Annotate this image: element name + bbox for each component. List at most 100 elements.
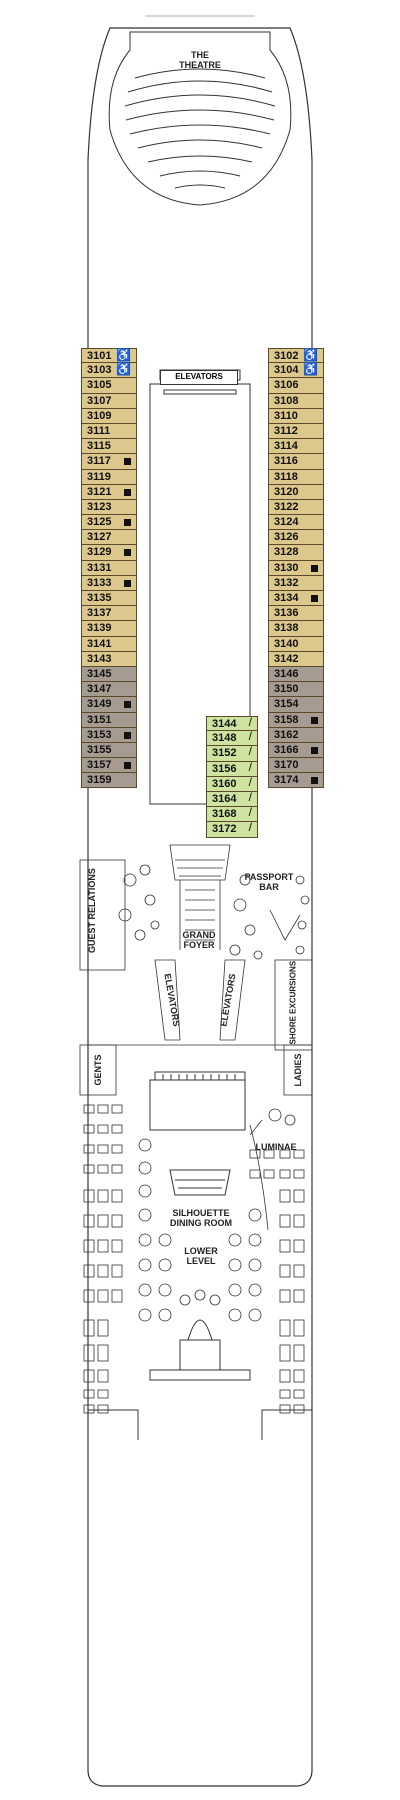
silhouette-dining-label: SILHOUETTE DINING ROOM (170, 1208, 232, 1228)
cabin-number: 3116 (274, 455, 298, 468)
cabin-3111[interactable]: 3111 (81, 423, 137, 440)
cabin-3114[interactable]: 3114 (268, 439, 324, 455)
cabin-3118[interactable]: 3118 (268, 469, 324, 485)
cabin-3157[interactable]: 3157 (81, 758, 137, 774)
cabin-number: 3149 (87, 698, 112, 711)
cabin-3103[interactable]: 3103♿ (81, 363, 137, 379)
cabin-3130[interactable]: 3130 (268, 560, 324, 576)
cabin-number: 3117 (87, 455, 111, 468)
cabin-3154[interactable]: 3154 (268, 697, 324, 713)
cabin-number: 3132 (274, 576, 299, 589)
cabin-number: 3134 (274, 592, 299, 604)
cabin-3125[interactable]: 3125 (81, 515, 137, 531)
cabin-3116[interactable]: 3116 (268, 454, 324, 470)
cabin-number: 3159 (87, 774, 112, 787)
cabin-3108[interactable]: 3108 (268, 393, 324, 409)
cabin-3112[interactable]: 3112 (268, 423, 324, 440)
cabin-3102[interactable]: 3102♿ (268, 348, 324, 364)
gents-label: GENTS (93, 1054, 103, 1086)
cabin-3119[interactable]: 3119 (81, 469, 137, 485)
cabin-number: 3125 (87, 516, 112, 529)
cabin-3117[interactable]: 3117 (81, 454, 137, 470)
cabin-3166[interactable]: 3166 (268, 742, 324, 759)
cabin-number: 3174 (274, 774, 299, 787)
cabin-number: 3130 (274, 561, 299, 574)
connecting-stateroom-icon (311, 746, 318, 754)
cabin-3159[interactable]: 3159 (81, 773, 137, 789)
cabin-3139[interactable]: 3139 (81, 621, 137, 637)
cabin-3168[interactable]: 3168/ (206, 806, 258, 823)
cabin-3146[interactable]: 3146 (268, 666, 324, 683)
cabin-3136[interactable]: 3136 (268, 606, 324, 622)
cabin-3155[interactable]: 3155 (81, 742, 137, 759)
cabin-3162[interactable]: 3162 (268, 727, 324, 743)
cabin-3150[interactable]: 3150 (268, 682, 324, 698)
cabin-3126[interactable]: 3126 (268, 530, 324, 546)
cabin-number: 3126 (274, 531, 299, 544)
cabin-3143[interactable]: 3143 (81, 651, 137, 667)
cabin-3134[interactable]: 3134 (268, 591, 324, 607)
cabin-3105[interactable]: 3105 (81, 378, 137, 394)
cabin-3110[interactable]: 3110 (268, 408, 324, 424)
cabin-3124[interactable]: 3124 (268, 515, 324, 531)
cabin-3158[interactable]: 3158 (268, 712, 324, 728)
cabin-3120[interactable]: 3120 (268, 484, 324, 500)
cabin-3109[interactable]: 3109 (81, 408, 137, 424)
cabin-3129[interactable]: 3129 (81, 545, 137, 561)
cabin-3122[interactable]: 3122 (268, 499, 324, 516)
cabin-3107[interactable]: 3107 (81, 393, 137, 409)
cabin-3104[interactable]: 3104♿ (268, 363, 324, 379)
cabin-number: 3158 (274, 713, 299, 726)
cabin-3145[interactable]: 3145 (81, 666, 137, 683)
cabin-number: 3140 (274, 637, 299, 650)
cabin-number: 3105 (87, 379, 112, 392)
cabin-3174[interactable]: 3174 (268, 773, 324, 789)
cabin-3170[interactable]: 3170 (268, 758, 324, 774)
cabin-3144[interactable]: 3144/ (206, 716, 258, 732)
cabin-3137[interactable]: 3137 (81, 606, 137, 622)
cabin-number: 3155 (87, 743, 112, 756)
cabin-number: 3111 (87, 424, 111, 437)
cabin-3164[interactable]: 3164/ (206, 791, 258, 808)
cabin-3115[interactable]: 3115 (81, 439, 137, 455)
cabin-3141[interactable]: 3141 (81, 636, 137, 652)
cabin-3131[interactable]: 3131 (81, 560, 137, 576)
cabin-3101[interactable]: 3101♿ (81, 348, 137, 364)
ladies-label: LADIES (293, 1053, 303, 1087)
cabin-3127[interactable]: 3127 (81, 530, 137, 546)
cabin-number: 3133 (87, 576, 112, 589)
cabin-3156[interactable]: 3156/ (206, 761, 258, 777)
cabin-number: 3170 (274, 759, 299, 772)
cabin-3152[interactable]: 3152/ (206, 745, 258, 762)
cabin-3153[interactable]: 3153 (81, 727, 137, 743)
cabin-3172[interactable]: 3172/ (206, 821, 258, 838)
cabin-number: 3128 (274, 546, 299, 559)
cabin-column-center: 3144/3148/3152/3156/3160/3164/3168/3172/ (206, 716, 258, 838)
cabin-number: 3138 (274, 622, 299, 635)
cabin-number: 3168 (212, 808, 237, 821)
cabin-3133[interactable]: 3133 (81, 575, 137, 591)
cabin-number: 3144 (212, 718, 237, 730)
cabin-number: 3135 (87, 592, 112, 604)
cabin-number: 3115 (87, 440, 111, 453)
cabin-3149[interactable]: 3149 (81, 697, 137, 713)
cabin-3160[interactable]: 3160/ (206, 776, 258, 792)
cabin-3148[interactable]: 3148/ (206, 730, 258, 747)
cabin-3140[interactable]: 3140 (268, 636, 324, 652)
cabin-number: 3121 (87, 485, 112, 498)
cabin-3123[interactable]: 3123 (81, 499, 137, 516)
cabin-3121[interactable]: 3121 (81, 484, 137, 500)
cabin-3147[interactable]: 3147 (81, 682, 137, 698)
connecting-stateroom-icon (311, 564, 318, 572)
cabin-3128[interactable]: 3128 (268, 545, 324, 561)
cabin-3138[interactable]: 3138 (268, 621, 324, 637)
cabin-3135[interactable]: 3135 (81, 591, 137, 607)
cabin-3106[interactable]: 3106 (268, 378, 324, 394)
cabin-3142[interactable]: 3142 (268, 651, 324, 667)
cabin-3132[interactable]: 3132 (268, 575, 324, 591)
cabin-3151[interactable]: 3151 (81, 712, 137, 728)
cabin-number: 3145 (87, 667, 112, 680)
cabin-number: 3157 (87, 759, 112, 772)
